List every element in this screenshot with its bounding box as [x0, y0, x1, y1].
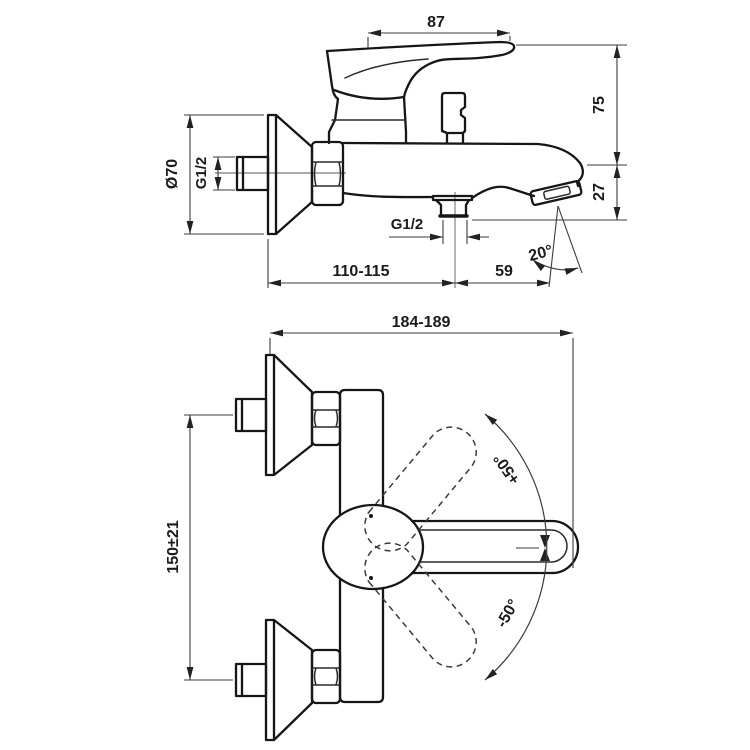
- dim-spout-angle: 20°: [527, 205, 583, 288]
- dim-handle-length: 87: [367, 14, 511, 48]
- cartridge-cap: [321, 503, 425, 591]
- dim-d70-label: Ø70: [164, 159, 181, 189]
- diverter-knob: [440, 91, 467, 145]
- dim-heights: 75 27: [472, 44, 627, 221]
- dim-20deg-label: 20°: [527, 242, 555, 265]
- dim-overall-depth: 184-189: [269, 314, 574, 568]
- spout: [341, 141, 584, 188]
- dim-110-115-label: 110-115: [333, 263, 390, 280]
- plan-bottom-connection: [234, 618, 342, 742]
- plan-view: +50° -50° 184-189 150±21: [165, 314, 580, 742]
- side-faucet-outline: [235, 40, 584, 236]
- plan-top-connection: [234, 353, 342, 477]
- dim-75-label: 75: [591, 96, 608, 114]
- dim-flange-diameter: Ø70: [164, 114, 264, 235]
- plan-faucet-outline: [234, 353, 580, 742]
- inlet-nipple: [235, 155, 270, 192]
- dim-outlet-thread: G1/2: [389, 216, 489, 244]
- dim-g12-inlet-label: G1/2: [193, 157, 210, 190]
- dim-59-label: 59: [495, 263, 513, 280]
- escutcheon: [266, 113, 314, 236]
- dim-plus50-label: +50°: [491, 450, 524, 487]
- dim-minus50-label: -50°: [493, 597, 522, 631]
- handle-mark-arrow-up: [540, 548, 550, 561]
- handle-mark-arrow-down: [540, 535, 550, 548]
- dim-184-189-label: 184-189: [392, 314, 451, 331]
- dim-g12-outlet-label: G1/2: [391, 216, 424, 233]
- dim-connection-spacing: 150±21: [165, 414, 233, 681]
- dim-87-label: 87: [427, 14, 445, 31]
- bottom-outlet: [431, 194, 474, 218]
- hex-nut: [310, 140, 345, 207]
- side-view: 87 75 27 Ø70: [164, 14, 627, 288]
- aerator: [529, 180, 583, 206]
- plan-handle: [410, 519, 580, 575]
- lever-handle: [325, 40, 516, 145]
- dim-bottom-lengths: 110-115 59: [267, 239, 550, 288]
- dim-150-label: 150±21: [165, 520, 182, 573]
- dim-inlet-thread: G1/2: [193, 156, 235, 191]
- dim-lever-swing: +50° -50°: [482, 411, 548, 683]
- dim-27-label: 27: [591, 183, 608, 201]
- body-plate: [338, 388, 385, 704]
